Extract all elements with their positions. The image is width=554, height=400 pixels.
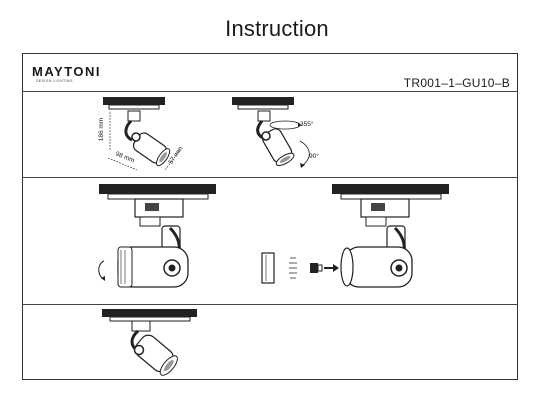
height-dimension-label: 186 mm	[98, 117, 106, 142]
section-divider-1	[22, 177, 518, 178]
brand-logo: MAYTONI	[32, 64, 102, 79]
vertical-rotation-label: 90°	[309, 153, 319, 160]
lamp-twist-drawing	[98, 184, 216, 288]
lamp-final-position-drawing	[102, 309, 197, 376]
brand-tagline: DESIGN LIGHTING	[36, 79, 73, 83]
model-code: TR001–1–GU10–B	[403, 76, 510, 90]
instruction-frame	[22, 53, 518, 380]
lamp-dimensions-drawing	[102, 96, 181, 171]
horizontal-rotation-label: 355°	[300, 121, 314, 128]
page-title: Instruction	[225, 16, 329, 41]
header-divider	[22, 91, 518, 92]
section-divider-2	[22, 304, 518, 305]
lamp-rotation-drawing	[231, 96, 310, 168]
lamp-lens-replacement-drawing	[261, 184, 449, 288]
